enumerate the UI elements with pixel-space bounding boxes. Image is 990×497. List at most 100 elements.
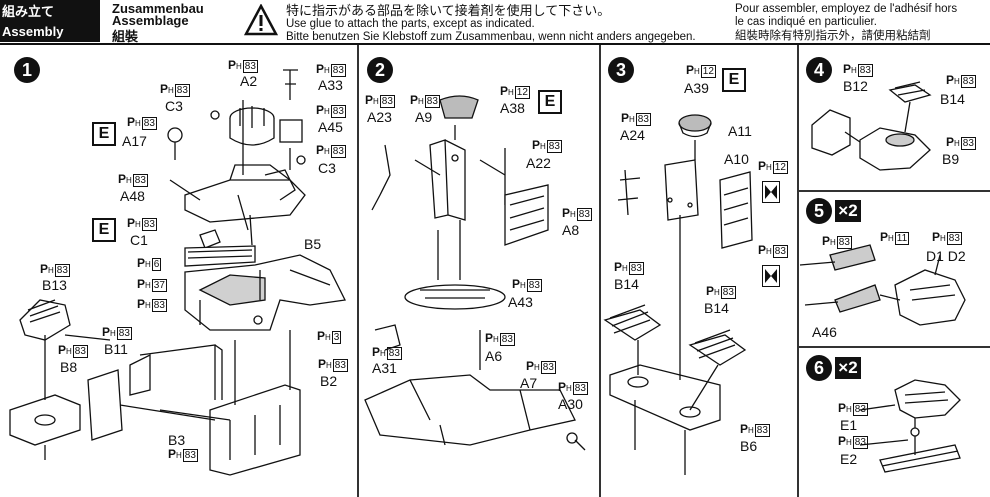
header-black-box (0, 0, 100, 42)
part-b13: B13 (42, 277, 67, 293)
step-3-number: 3 (608, 57, 634, 83)
part-b5: B5 (304, 236, 322, 252)
mirror-symbol-icon-2 (762, 265, 780, 287)
warning-japanese: 特に指示がある部品を除いて接着剤を使用して下さい。 (286, 3, 611, 18)
part-b6: B6 (740, 438, 758, 454)
part-a46: A46 (812, 324, 837, 340)
part-b12: B12 (843, 78, 868, 94)
part-b14: B14 (940, 91, 965, 107)
step-2-diagram (364, 95, 586, 451)
step-6-multiplier: ×2 (835, 357, 861, 379)
part-e1: E1 (840, 417, 858, 433)
part-a38: A38 (500, 100, 525, 116)
warning-french-2: le cas indiqué en particulier. (735, 16, 877, 28)
part-a17: A17 (122, 133, 147, 149)
panel-divider-2 (599, 45, 601, 497)
step-5-multiplier: ×2 (835, 200, 861, 222)
part-a31: A31 (372, 360, 397, 376)
header-divider (0, 43, 990, 45)
part-b3: B3 (168, 432, 186, 448)
title-french: Assemblage (112, 13, 189, 28)
part-a30: A30 (558, 396, 583, 412)
step-6-number: 6 (806, 355, 832, 381)
step-4-diagram (811, 81, 932, 171)
part-a7: A7 (520, 375, 538, 391)
part-a10: A10 (724, 151, 749, 167)
part-a39: A39 (684, 80, 709, 96)
title-chinese: 組裝 (112, 29, 139, 44)
part-a33: A33 (318, 77, 343, 93)
part-b9: B9 (942, 151, 960, 167)
part-a22: A22 (526, 155, 551, 171)
sprue-e-box-c1: E (92, 218, 116, 242)
sprue-e-box: E (92, 122, 116, 146)
part-b11: B11 (104, 341, 128, 357)
sprue-e-box-a39: E (722, 68, 746, 92)
step-6-diagram (859, 379, 961, 473)
part-b8: B8 (60, 359, 78, 375)
part-e2: E2 (840, 451, 858, 467)
part-a2: A2 (240, 73, 258, 89)
part-a43: A43 (508, 294, 533, 310)
warning-french-1: Pour assembler, employez de l'adhésif ho… (735, 3, 958, 15)
warning-german: Bitte benutzen Sie Klebstoff zum Zusamme… (286, 31, 696, 43)
sprue-e-box-a38: E (538, 90, 562, 114)
step-5-diagram (799, 244, 966, 326)
part-a45: A45 (318, 119, 343, 135)
step-3-diagram (603, 114, 753, 475)
panel-divider-3 (797, 45, 799, 497)
part-d1-d2: D1 D2 (926, 248, 966, 264)
header-language-block: 組み立て Assembly Zusammenbau Assemblage 組裝 (0, 0, 236, 44)
part-a24: A24 (620, 127, 645, 143)
title-japanese: 組み立て (2, 4, 55, 19)
step-1-number: 1 (14, 57, 40, 83)
part-a8: A8 (562, 222, 580, 238)
part-a11: A11 (728, 123, 752, 139)
part-c3-right: C3 (318, 160, 336, 176)
part-b14-right: B14 (704, 300, 729, 316)
panel-divider-1 (357, 45, 359, 497)
part-c1: C1 (130, 232, 148, 248)
warning-english: Use glue to attach the parts, except as … (286, 18, 535, 30)
part-a23: A23 (367, 109, 392, 125)
part-a9: A9 (415, 109, 433, 125)
part-b2: B2 (320, 373, 338, 389)
warning-triangle-icon (244, 4, 278, 36)
part-c3-top: C3 (165, 98, 183, 114)
